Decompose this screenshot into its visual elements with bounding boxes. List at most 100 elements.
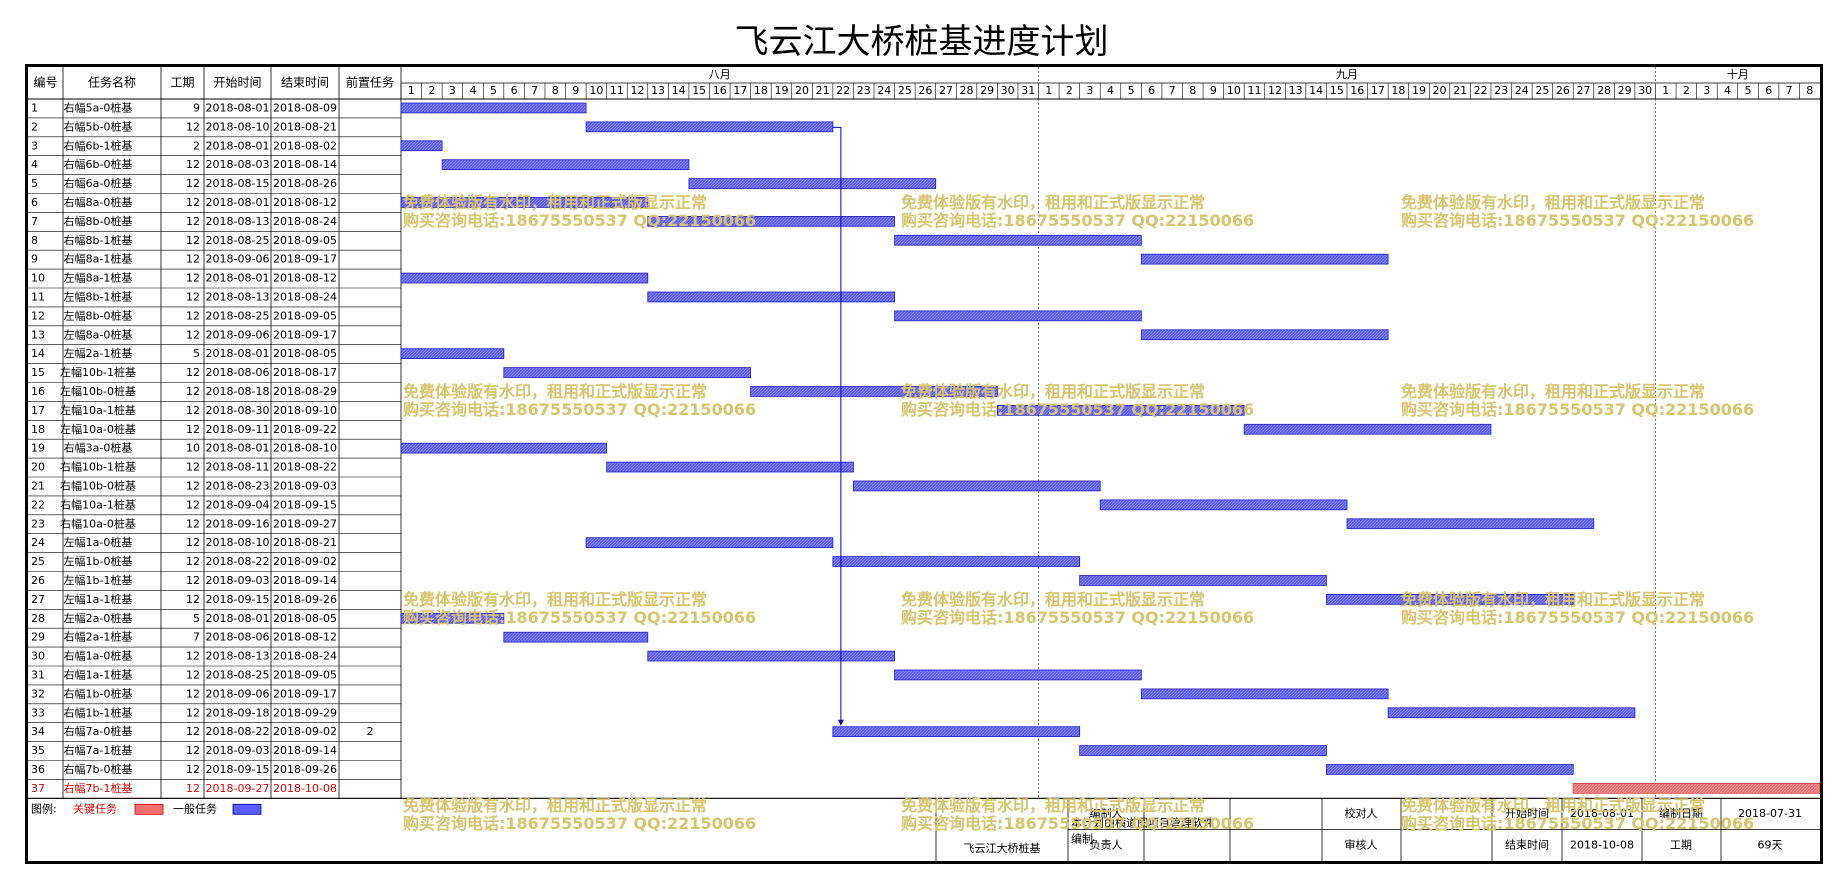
task-start: 2018-09-06: [206, 253, 270, 266]
task-bar-19: [400, 442, 608, 454]
task-name: 右幅10b-1桩基: [60, 460, 136, 474]
task-duration: 12: [186, 158, 200, 171]
task-name: 右幅7a-0桩基: [64, 724, 133, 738]
task-end: 2018-08-12: [273, 272, 337, 285]
day-label-66: 5: [1745, 84, 1752, 97]
day-label-49: 18: [1391, 84, 1405, 97]
task-duration: 12: [186, 763, 200, 776]
footer-duration-label: 工期: [1670, 838, 1692, 851]
task-start: 2018-09-06: [206, 687, 270, 700]
task-name: 左幅1b-1桩基: [64, 573, 133, 587]
day-label-59: 28: [1597, 84, 1611, 97]
task-bar-30: [647, 650, 895, 662]
task-duration: 10: [186, 442, 200, 455]
task-id: 37: [31, 782, 45, 795]
day-label-13: 13: [651, 84, 665, 97]
footer-editor-label: 编制人: [1090, 806, 1123, 820]
task-duration: 12: [186, 687, 200, 700]
task-end: 2018-10-08: [273, 782, 337, 795]
task-end: 2018-08-02: [273, 139, 337, 152]
legend-critical-swatch: [134, 803, 164, 815]
task-end: 2018-08-14: [273, 158, 337, 171]
task-start: 2018-09-03: [206, 574, 270, 587]
task-bar-9: [1140, 253, 1389, 265]
task-bar-11: [647, 291, 895, 303]
task-duration: 12: [186, 272, 200, 285]
task-id: 16: [31, 385, 45, 398]
task-name: 左幅1a-1桩基: [64, 592, 133, 606]
task-start: 2018-08-13: [206, 290, 270, 303]
task-start: 2018-09-18: [206, 706, 270, 719]
task-name: 右幅2a-1桩基: [64, 630, 133, 644]
day-label-7: 7: [531, 84, 538, 97]
task-duration: 12: [186, 328, 200, 341]
task-duration: 12: [186, 650, 200, 663]
task-bar-14: [400, 348, 505, 360]
task-start: 2018-09-04: [206, 498, 270, 511]
task-bar-3: [400, 140, 443, 152]
task-id: 26: [31, 574, 45, 587]
dependency-arrow-2-34: [837, 719, 844, 726]
footer-made-label: 编制日期: [1659, 806, 1703, 820]
legend-normal-label: 一般任务: [173, 802, 217, 815]
day-label-9: 9: [572, 84, 579, 97]
task-end: 2018-08-24: [273, 650, 337, 663]
day-label-48: 17: [1371, 84, 1385, 97]
task-start: 2018-08-22: [206, 555, 270, 568]
task-name: 左幅2a-0桩基: [64, 611, 133, 625]
task-bar-29: [503, 631, 649, 643]
day-label-22: 22: [836, 84, 850, 97]
watermark-line2: 购买咨询电话:18675550537 QQ:22150066: [901, 814, 1254, 833]
footer-software-line1: 本计划由横道图项目管理软件: [1071, 816, 1214, 830]
task-start: 2018-08-10: [206, 536, 270, 549]
task-id: 31: [31, 668, 45, 681]
task-duration: 12: [186, 120, 200, 133]
task-bar-23: [1346, 518, 1595, 530]
watermark-line1: 免费体验版有水印，租用和正式版显示正常: [901, 193, 1205, 212]
watermark-line1: 免费体验版有水印，租用和正式版显示正常: [901, 590, 1205, 609]
task-duration: 12: [186, 177, 200, 190]
day-label-54: 23: [1494, 84, 1508, 97]
task-end: 2018-08-12: [273, 631, 337, 644]
task-id: 25: [31, 555, 45, 568]
watermark-line1: 免费体验版有水印，租用和正式版显示正常: [901, 796, 1205, 815]
task-end: 2018-09-05: [273, 668, 337, 681]
task-name: 右幅5b-0桩基: [64, 119, 133, 133]
task-start: 2018-08-10: [206, 120, 270, 133]
task-start: 2018-08-01: [206, 612, 270, 625]
day-label-6: 6: [511, 84, 518, 97]
task-bar-1: [400, 102, 587, 114]
task-bar-21: [853, 480, 1101, 492]
task-start: 2018-08-01: [206, 196, 270, 209]
watermark-line2: 购买咨询电话:18675550537 QQ:22150066: [403, 814, 756, 833]
task-end: 2018-08-21: [273, 120, 337, 133]
task-id: 30: [31, 650, 45, 663]
task-start: 2018-09-11: [206, 423, 270, 436]
task-duration: 12: [186, 423, 200, 436]
day-label-51: 20: [1433, 84, 1447, 97]
watermark-line2: 购买咨询电话:18675550537 QQ:22150066: [901, 400, 1254, 419]
task-id: 8: [31, 234, 38, 247]
task-duration: 12: [186, 234, 200, 247]
task-name: 右幅7a-1桩基: [64, 743, 133, 757]
day-label-15: 15: [692, 84, 706, 97]
task-name: 右幅3a-0桩基: [64, 441, 133, 455]
task-id: 4: [31, 158, 38, 171]
day-label-24: 24: [877, 84, 891, 97]
task-name: 右幅1a-1桩基: [64, 667, 133, 681]
day-label-18: 18: [754, 84, 768, 97]
legend-normal-swatch: [232, 803, 262, 815]
task-start: 2018-08-25: [206, 234, 270, 247]
day-label-33: 2: [1066, 84, 1073, 97]
watermark-line1: 免费体验版有水印，租用和正式版显示正常: [1401, 193, 1705, 212]
day-label-28: 28: [960, 84, 974, 97]
task-duration: 12: [186, 479, 200, 492]
day-label-27: 27: [939, 84, 953, 97]
task-duration: 12: [186, 574, 200, 587]
task-name: 右幅8a-0桩基: [64, 195, 133, 209]
task-name: 右幅10a-1桩基: [60, 497, 136, 511]
day-label-8: 8: [552, 84, 559, 97]
day-label-62: 1: [1662, 84, 1669, 97]
task-end: 2018-08-17: [273, 366, 337, 379]
day-label-56: 25: [1535, 84, 1549, 97]
